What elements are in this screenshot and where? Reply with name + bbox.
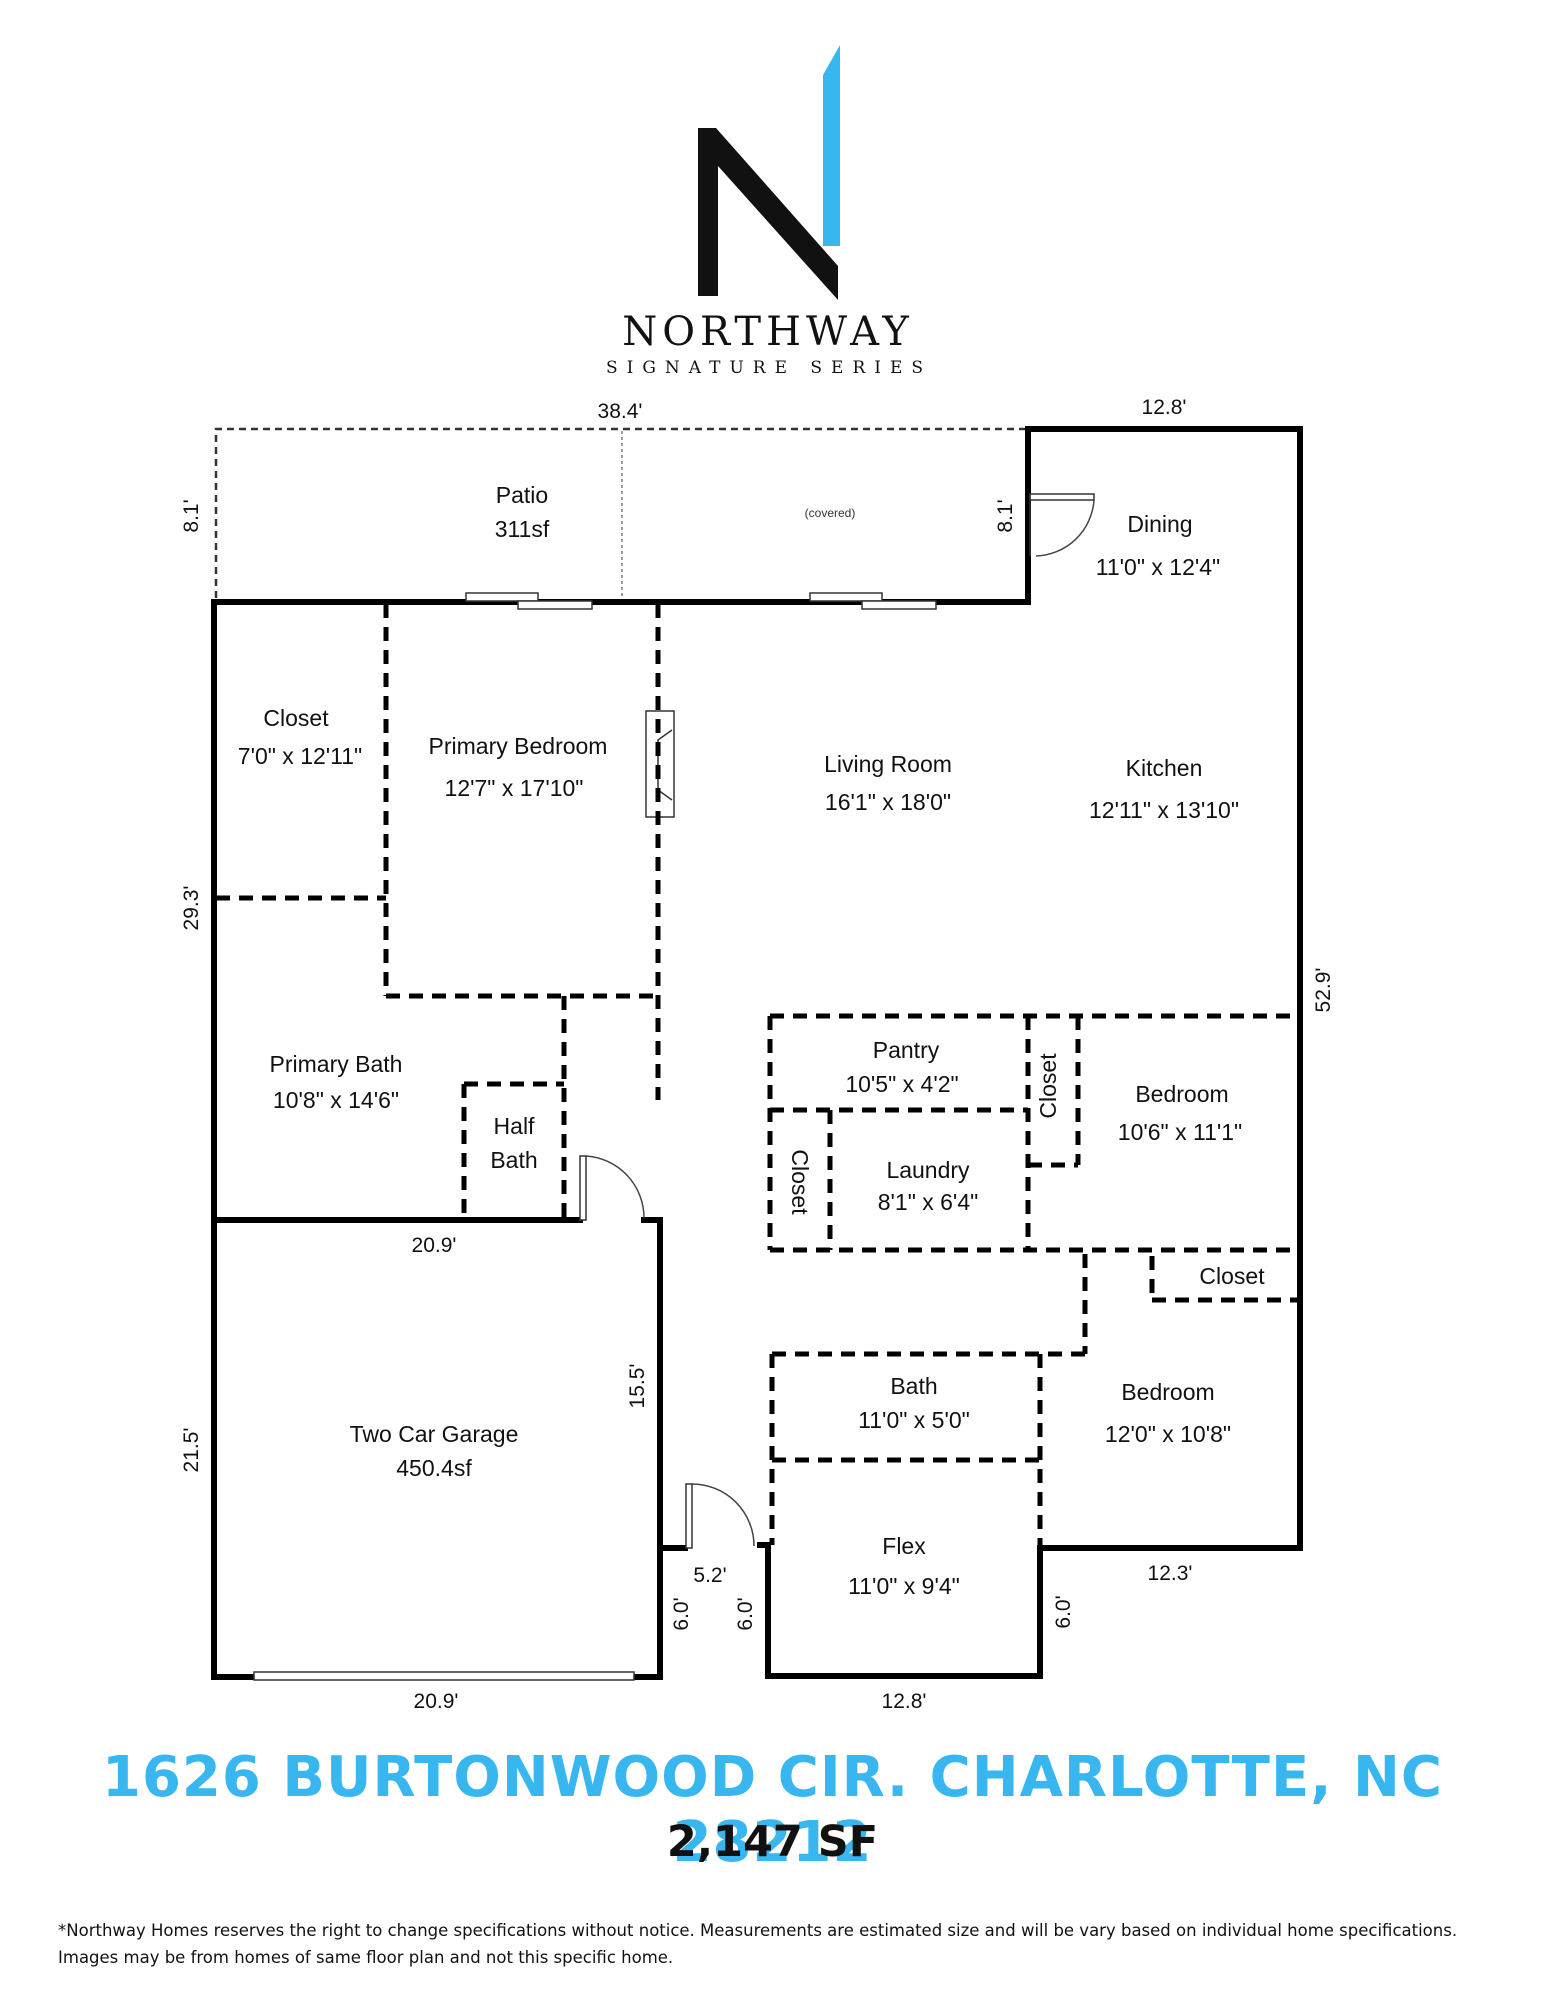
dim-garage-left: 21.5' bbox=[180, 1428, 203, 1473]
dining-label: Dining bbox=[1127, 511, 1192, 537]
dim-patio-depth-left: 8.1' bbox=[180, 499, 203, 532]
slider-living-room bbox=[809, 592, 883, 602]
half-bath-label-1: Half bbox=[494, 1113, 536, 1139]
kitchen-size: 12'11" x 13'10" bbox=[1089, 797, 1239, 823]
closet-laundry-label: Closet bbox=[787, 1149, 813, 1215]
flex-label: Flex bbox=[882, 1533, 926, 1559]
bedroom-1-size: 10'6" x 11'1" bbox=[1118, 1119, 1242, 1145]
kitchen-label: Kitchen bbox=[1126, 755, 1203, 781]
pantry-size: 10'5" x 4'2" bbox=[845, 1071, 958, 1097]
garage-size: 450.4sf bbox=[396, 1455, 472, 1481]
listing-address: 1626 BURTONWOOD CIR. CHARLOTTE, NC 28212 bbox=[101, 1745, 1443, 1875]
slider-living-room-b bbox=[861, 600, 937, 610]
primary-bath-size: 10'8" x 14'6" bbox=[273, 1087, 399, 1113]
dim-entry-width: 5.2' bbox=[693, 1564, 726, 1587]
brand-name: NORTHWAY bbox=[622, 309, 914, 355]
dim-bedroom-bottom: 12.3' bbox=[1148, 1562, 1193, 1585]
door-garage-entry[interactable] bbox=[579, 1155, 645, 1221]
dim-flex-right: 6.0' bbox=[1052, 1595, 1075, 1628]
bedroom-2-size: 12'0" x 10'8" bbox=[1105, 1421, 1231, 1447]
flex-size: 11'0" x 9'4" bbox=[848, 1573, 960, 1599]
door-front-entry[interactable] bbox=[685, 1483, 755, 1549]
interior-walls bbox=[216, 604, 1300, 1548]
dim-patio-depth-right: 8.1' bbox=[994, 499, 1017, 532]
primary-bedroom-size: 12'7" x 17'10" bbox=[445, 775, 584, 801]
dim-dining-top: 12.8' bbox=[1142, 396, 1187, 419]
dim-garage-right: 15.5' bbox=[626, 1364, 649, 1409]
garage-label: Two Car Garage bbox=[350, 1421, 519, 1447]
pantry-label: Pantry bbox=[873, 1037, 940, 1063]
disclaimer-line-1: *Northway Homes reserves the right to ch… bbox=[58, 1921, 1458, 1940]
dim-right-side: 52.9' bbox=[1312, 968, 1335, 1013]
logo-accent-stroke bbox=[823, 45, 840, 246]
bath-label: Bath bbox=[890, 1373, 937, 1399]
bedroom-1-label: Bedroom bbox=[1135, 1081, 1228, 1107]
dimension-labels: 38.4' 12.8' 8.1' 8.1' 29.3' 52.9' 20.9' … bbox=[180, 396, 1335, 1713]
closet-primary-label: Closet bbox=[263, 705, 329, 731]
closet-primary-size: 7'0" x 12'11" bbox=[238, 743, 362, 769]
patio-area bbox=[214, 427, 1028, 598]
patio-label: Patio bbox=[496, 482, 548, 508]
dim-garage-top: 20.9' bbox=[412, 1234, 457, 1257]
bedroom-2-label: Bedroom bbox=[1121, 1379, 1214, 1405]
dining-size: 11'0" x 12'4" bbox=[1096, 554, 1220, 580]
door-dining bbox=[1029, 493, 1095, 557]
room-labels: Patio 311sf (covered) Dining 11'0" x 12'… bbox=[238, 482, 1265, 1599]
dim-patio-width: 38.4' bbox=[598, 400, 643, 423]
disclaimer-line-2: Images may be from homes of same floor p… bbox=[58, 1948, 674, 1967]
closet-pantry-label: Closet bbox=[1035, 1053, 1061, 1119]
patio-outline bbox=[214, 427, 1028, 598]
disclaimer: *Northway Homes reserves the right to ch… bbox=[58, 1917, 1498, 1971]
bath-size: 11'0" x 5'0" bbox=[858, 1407, 970, 1433]
closet-bedroom-label: Closet bbox=[1199, 1263, 1265, 1289]
logo-n-mark bbox=[698, 128, 838, 300]
half-bath-label-2: Bath bbox=[490, 1147, 537, 1173]
dim-entry-left: 6.0' bbox=[670, 1597, 693, 1630]
dim-flex-bottom: 12.8' bbox=[882, 1690, 927, 1713]
laundry-size: 8'1" x 6'4" bbox=[878, 1189, 979, 1215]
primary-bath-label: Primary Bath bbox=[270, 1051, 403, 1077]
patio-size: 311sf bbox=[495, 516, 550, 542]
northway-logo: NORTHWAY SIGNATURE SERIES bbox=[606, 45, 932, 378]
garage-door bbox=[253, 1671, 635, 1681]
dim-garage-bottom: 20.9' bbox=[414, 1690, 459, 1713]
listing-area: 2,147 SF bbox=[666, 1817, 879, 1867]
brand-subtitle: SIGNATURE SERIES bbox=[606, 358, 932, 378]
dim-entry-right: 6.0' bbox=[734, 1597, 757, 1630]
primary-bedroom-label: Primary Bedroom bbox=[429, 733, 608, 759]
dim-left-side: 29.3' bbox=[180, 886, 203, 931]
slider-primary-bedroom bbox=[465, 592, 539, 602]
living-room-label: Living Room bbox=[824, 751, 952, 777]
patio-covered-note: (covered) bbox=[805, 506, 856, 520]
laundry-label: Laundry bbox=[886, 1157, 970, 1183]
slider-primary-bedroom-b bbox=[517, 600, 593, 610]
living-room-size: 16'1" x 18'0" bbox=[825, 789, 951, 815]
